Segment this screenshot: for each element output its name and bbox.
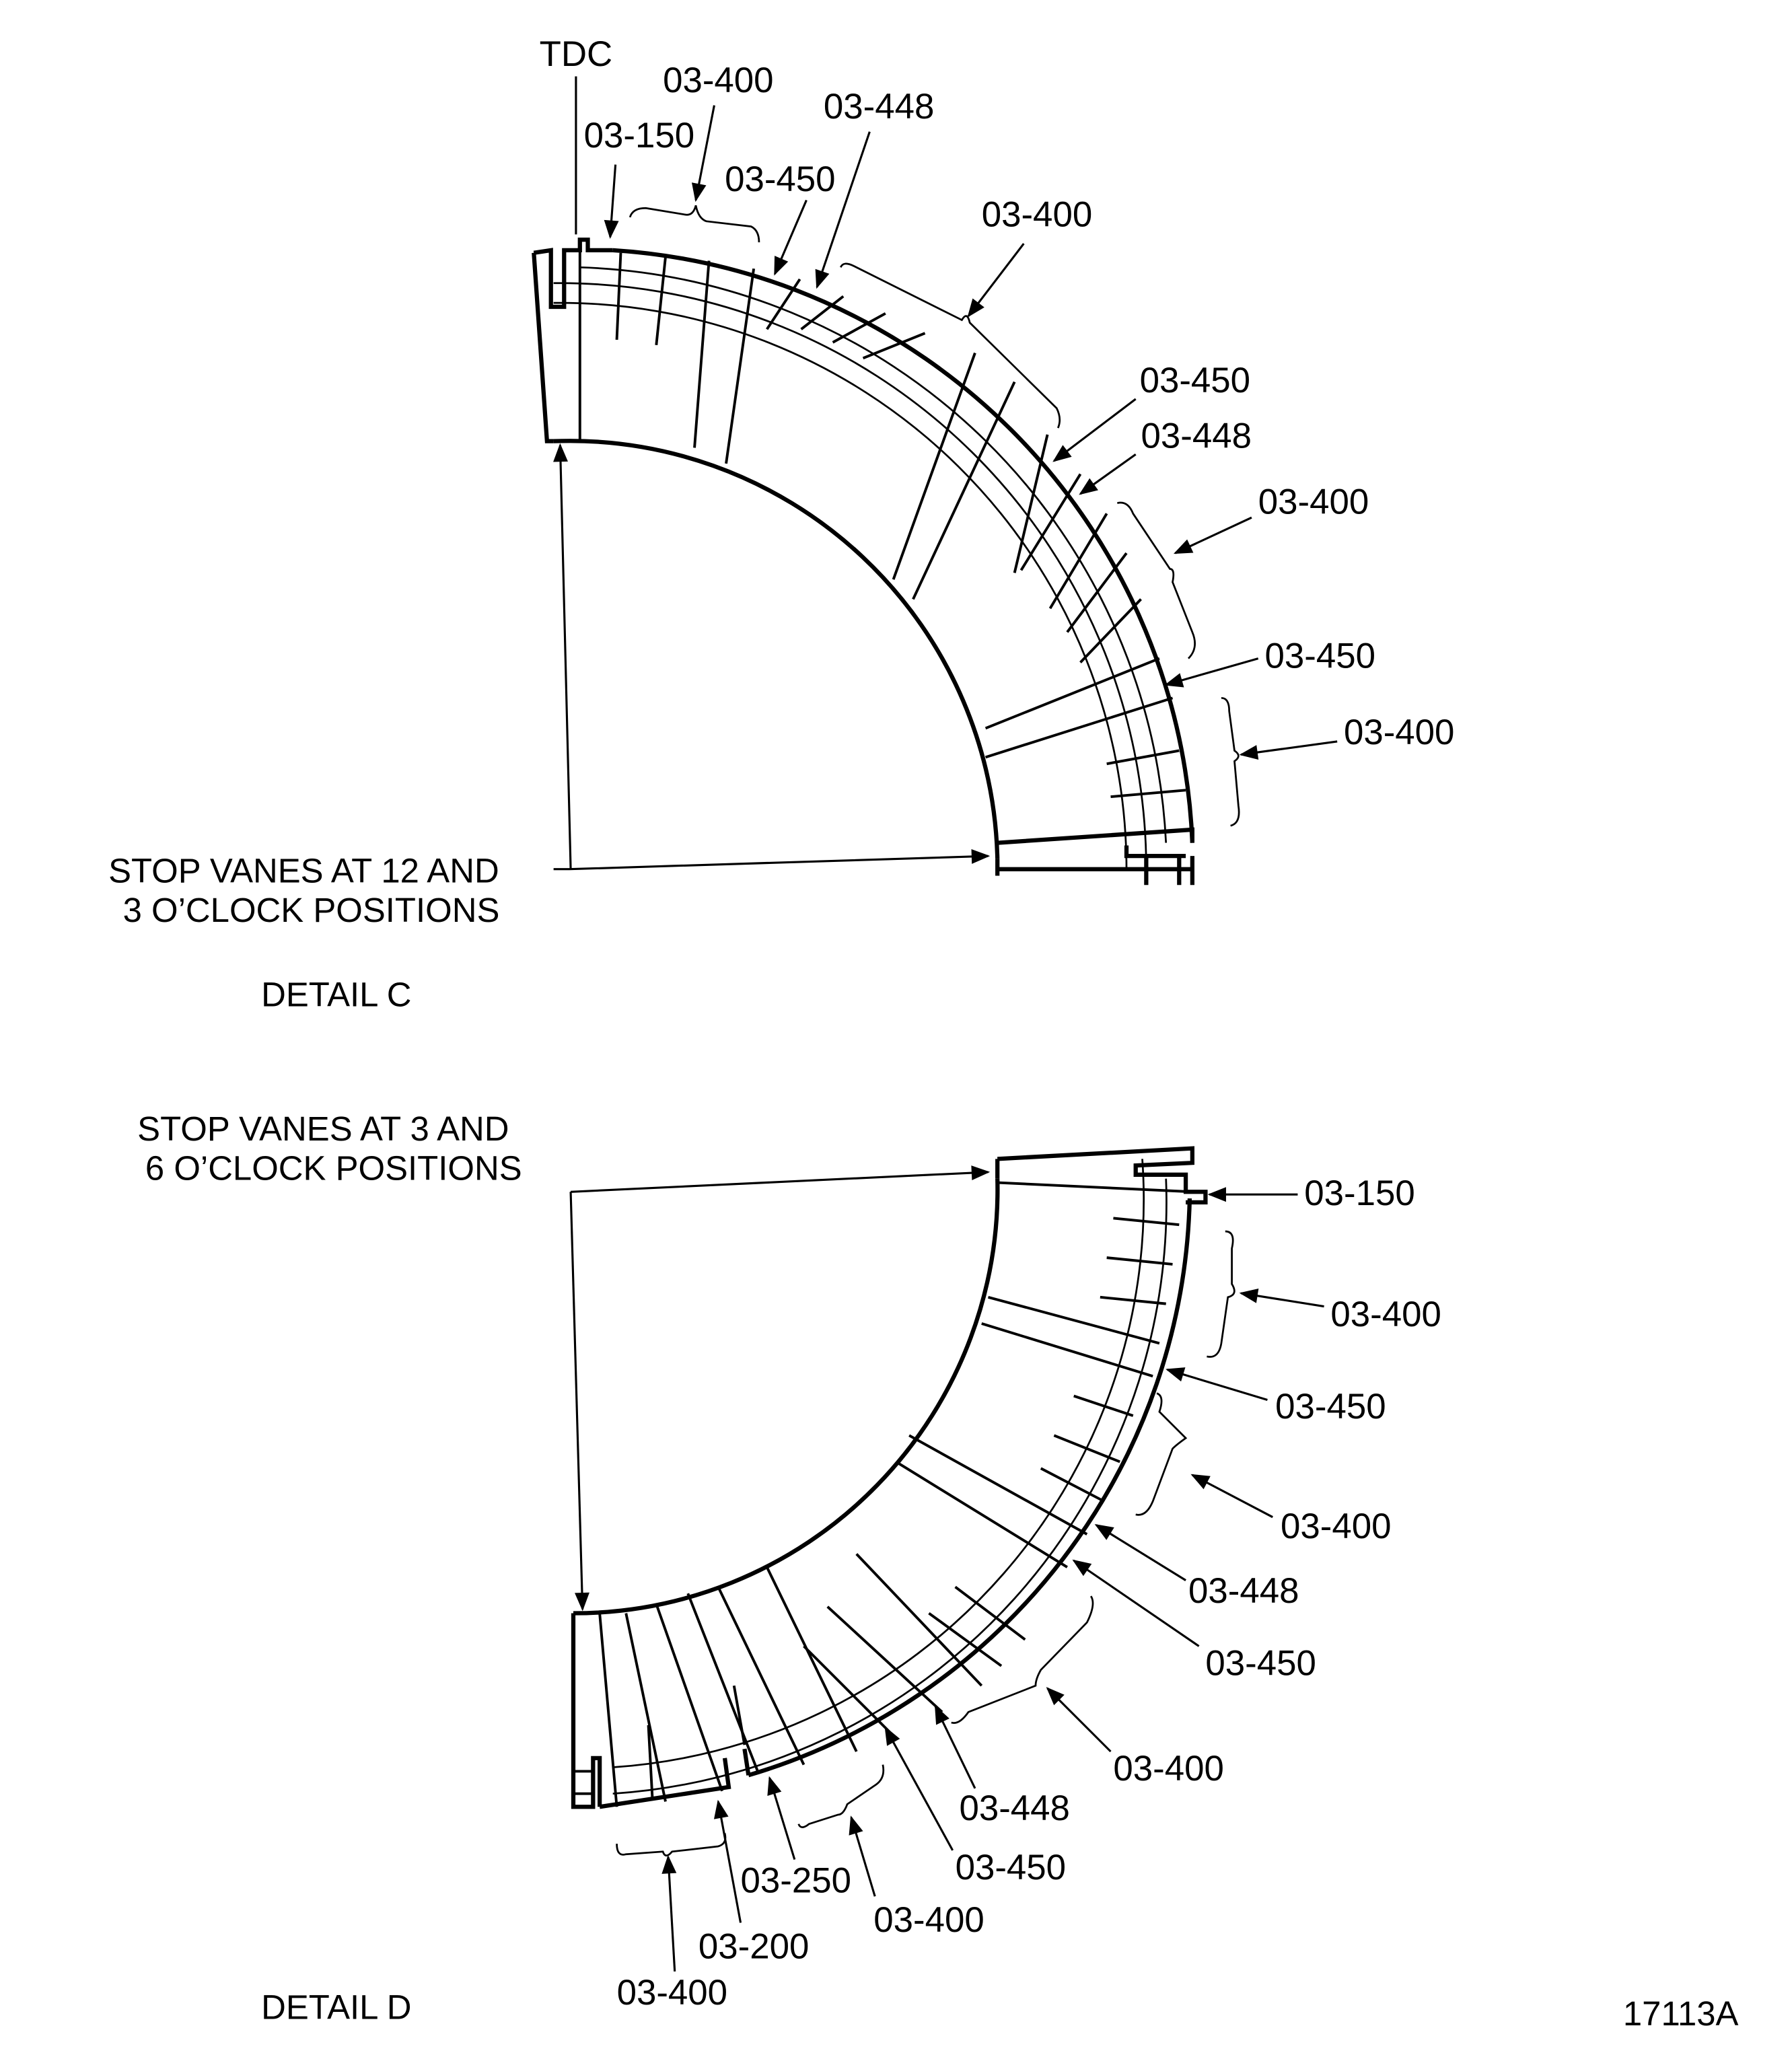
- callout: 03-400: [1239, 1289, 1441, 1334]
- callout: 03-450: [1166, 1367, 1386, 1426]
- callout: 03-400: [663, 61, 774, 203]
- vanes: [598, 1217, 1180, 1807]
- detail-d-title: DETAIL D: [261, 1988, 411, 2026]
- stop-vanes-note: STOP VANES AT 3 AND: [137, 1110, 509, 1148]
- stop-vane-tdc: [533, 238, 613, 310]
- svg-text:03-450: 03-450: [1205, 1644, 1316, 1684]
- inner-ring: [553, 439, 1000, 859]
- note-leader-right: [571, 1165, 991, 1193]
- callout: 03-448: [1094, 1523, 1299, 1611]
- outer-ring: [748, 1198, 1192, 1778]
- svg-text:03-150: 03-150: [584, 116, 695, 155]
- svg-text:03-448: 03-448: [959, 1788, 1070, 1828]
- callout: 03-200: [698, 1799, 810, 1966]
- bracket: [1116, 501, 1196, 659]
- bracket: [840, 262, 1061, 429]
- callout: 03-400: [1239, 713, 1454, 760]
- vanes: [615, 252, 1186, 799]
- svg-text:03-450: 03-450: [1140, 361, 1251, 400]
- svg-text:03-448: 03-448: [1188, 1571, 1299, 1611]
- callout: 03-400: [967, 195, 1093, 318]
- stop-vanes-note: STOP VANES AT 12 AND: [108, 851, 499, 890]
- vane-tip-arc: [612, 1159, 1145, 1768]
- bracket: [797, 1764, 885, 1828]
- note-leader-right: [553, 848, 991, 871]
- callout: 03-400: [849, 1815, 984, 1940]
- svg-text:03-400: 03-400: [1330, 1295, 1441, 1334]
- svg-text:03-448: 03-448: [1141, 416, 1252, 456]
- bracket: [1135, 1392, 1188, 1516]
- svg-text:03-400: 03-400: [617, 1973, 728, 2013]
- bracket: [1207, 1230, 1235, 1358]
- bracket: [629, 205, 760, 243]
- note-leader-down: [569, 1192, 589, 1612]
- tdc-label: TDC: [540, 34, 613, 74]
- callout: 03-450: [1164, 636, 1375, 688]
- svg-text:03-400: 03-400: [982, 195, 1093, 235]
- svg-text:03-450: 03-450: [956, 1848, 1067, 1887]
- callout: 03-448: [815, 87, 935, 289]
- callout: 03-450: [884, 1726, 1067, 1887]
- ring-inner-arc: [579, 266, 1168, 843]
- detail-c: TDC 03-150 03-400 03-450 03-448 03-400 0…: [108, 34, 1454, 1013]
- stop-vane-3oclock: [995, 1146, 1208, 1205]
- segment-gap-edge: [742, 1748, 751, 1776]
- stop-vane-3oclock: [995, 827, 1194, 885]
- bracket: [951, 1595, 1094, 1724]
- svg-text:03-450: 03-450: [1275, 1387, 1386, 1426]
- svg-text:03-400: 03-400: [1281, 1507, 1392, 1546]
- callout: 03-400: [1190, 1474, 1392, 1546]
- stop-vanes-note-2: 6 O’CLOCK POSITIONS: [145, 1149, 522, 1188]
- callout: 03-448: [934, 1705, 1070, 1828]
- stop-vanes-note-2: 3 O’CLOCK POSITIONS: [123, 891, 500, 929]
- svg-text:03-400: 03-400: [663, 61, 774, 100]
- callout: 03-448: [1079, 416, 1252, 495]
- outer-ring: [612, 248, 1194, 843]
- callout: 03-150: [1207, 1173, 1415, 1213]
- callout: 03-400: [617, 1854, 728, 2013]
- figure-id: 17113A: [1623, 1994, 1739, 2033]
- tdc-end-block: [532, 252, 554, 443]
- inner-ring: [573, 1178, 1000, 1616]
- svg-text:03-250: 03-250: [741, 1860, 852, 1900]
- svg-text:03-450: 03-450: [725, 159, 836, 199]
- callout: 03-450: [1052, 361, 1251, 462]
- callout: 03-450: [725, 159, 836, 276]
- callout: 03-450: [1072, 1559, 1316, 1684]
- stop-vane-6oclock: [571, 1613, 602, 1809]
- ring-inner-arc: [612, 1178, 1168, 1795]
- svg-text:03-400: 03-400: [1344, 713, 1454, 752]
- vane-mid-arc: [553, 282, 1147, 869]
- svg-text:03-400: 03-400: [873, 1900, 984, 1940]
- callout: 03-400: [1046, 1687, 1224, 1788]
- detail-d: 03-150 03-400 03-450 03-400 03-448 03-45…: [137, 1110, 1441, 2026]
- svg-text:03-450: 03-450: [1265, 636, 1375, 676]
- vane-tip-arc: [553, 301, 1128, 869]
- callout: 03-400: [1173, 482, 1369, 554]
- svg-text:03-400: 03-400: [1113, 1749, 1224, 1788]
- svg-text:03-200: 03-200: [698, 1926, 810, 1966]
- note-leader-up: [553, 443, 572, 869]
- detail-c-title: DETAIL C: [261, 975, 411, 1013]
- bracket: [1221, 696, 1240, 827]
- svg-text:03-400: 03-400: [1258, 482, 1369, 521]
- callout: 03-150: [584, 116, 695, 240]
- bracket: [616, 1833, 727, 1857]
- callout: 03-250: [741, 1776, 852, 1900]
- svg-text:03-150: 03-150: [1304, 1173, 1415, 1213]
- svg-text:03-448: 03-448: [824, 87, 935, 126]
